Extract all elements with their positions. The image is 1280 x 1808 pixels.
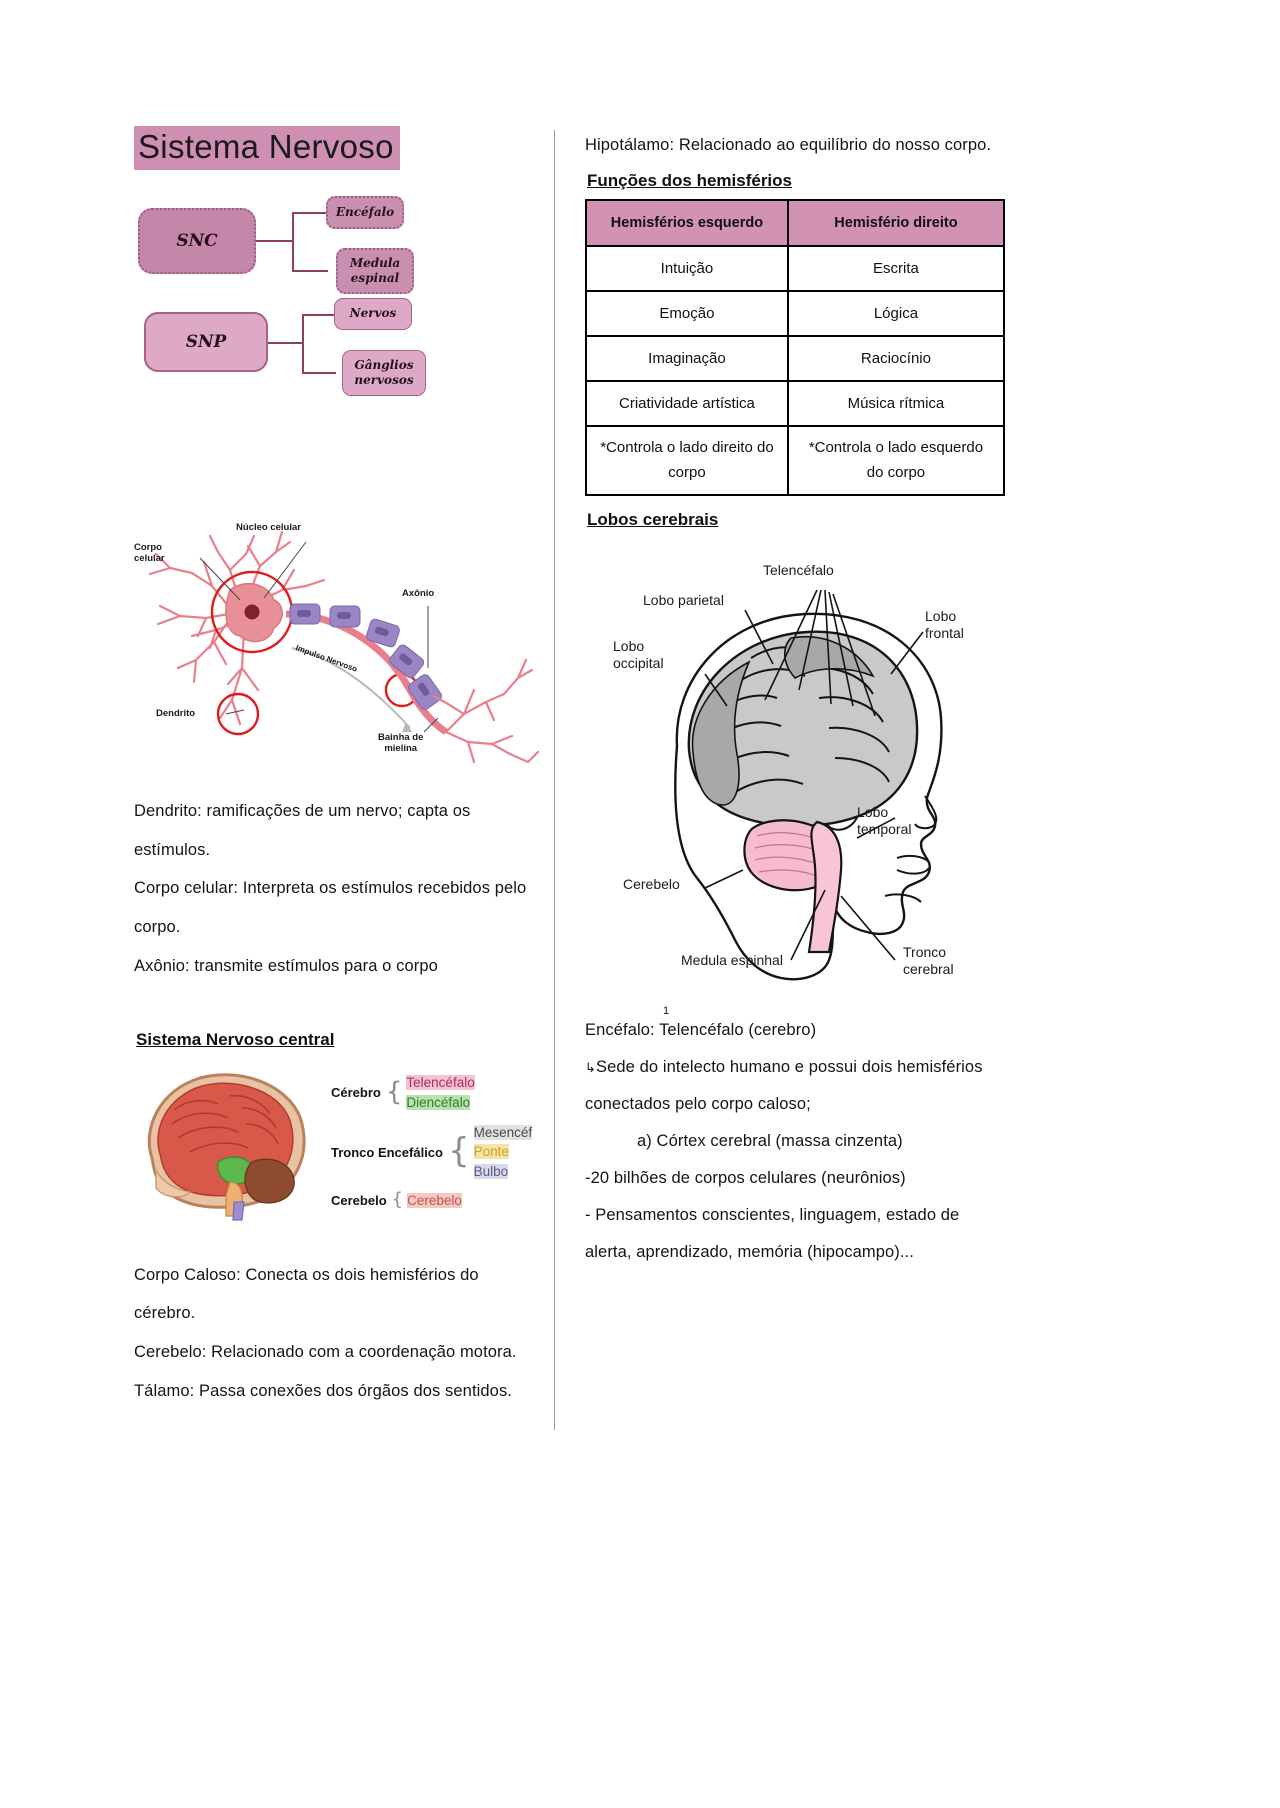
sagittal-brain-illustration: Cérebro { Telencéfalo Diencéfalo Tronco … — [134, 1066, 554, 1226]
legend-item-mesencefalo: Mesencéf — [473, 1124, 533, 1140]
notes-arrow-icon: ↳ — [585, 1059, 596, 1075]
sagittal-brain-svg — [147, 1072, 306, 1221]
flow-node-medula-espinal: Medula espinal — [336, 247, 414, 294]
connector-snp-vertical — [302, 313, 304, 374]
lobe-label-medula-espinhal: Medula espinhal — [681, 951, 783, 968]
table-row: Emoção Lógica — [585, 289, 1006, 337]
section-heading-snc-wrap: Sistema Nervoso central — [134, 1014, 362, 1052]
legend-row-cerebelo: Cerebelo { Cerebelo — [330, 1188, 463, 1210]
hipotalamo-text: Hipotálamo: Relacionado ao equilíbrio do… — [585, 126, 997, 165]
notes-line-cortex: a) Córtex cerebral (massa cinzenta) — [637, 1132, 903, 1151]
right-column: Hipotálamo: Relacionado ao equilíbrio do… — [585, 126, 1010, 1272]
table-cell: Emoção — [585, 289, 789, 337]
table-row: Criatividade artística Música rítmica — [585, 379, 1006, 427]
lobe-label-lobo-temporal: Lobo temporal — [857, 803, 912, 838]
lobe-label-tronco-cerebral: Tronco cerebral — [903, 943, 954, 978]
flow-node-snp: SNP — [144, 311, 268, 372]
legend-label-cerebelo: Cerebelo — [331, 1192, 387, 1208]
lobes-heading-wrap: Lobos cerebrais — [585, 493, 741, 532]
legend-row-tronco-encefalico: Tronco Encefálico { Mesencéf Ponte Bulbo — [330, 1122, 533, 1183]
encephalon-notes: 1 Encéfalo: Telencéfalo (cerebro) ↳Sede … — [585, 1005, 997, 1272]
connector-snc-trunk — [256, 239, 294, 242]
page-title: Sistema Nervoso — [134, 126, 400, 170]
table-row: *Controla o lado direito do corpo *Contr… — [585, 424, 1006, 496]
neuron-label-bainha-mielina: Bainha de mielina — [378, 731, 424, 755]
legend-label-tronco-encefalico: Tronco Encefálico — [331, 1144, 443, 1160]
legend-brace-cerebro: { — [385, 1077, 403, 1108]
legend-label-cerebro: Cérebro — [331, 1085, 381, 1101]
table-header-right: Hemisfério direito — [786, 198, 1006, 247]
connector-snp-bottom — [302, 371, 336, 374]
nervous-system-flowchart: SNC Encéfalo Medula espinal SNP Nervos G… — [134, 195, 554, 496]
lobes-heading: Lobos cerebrais — [587, 509, 719, 529]
brain-lobes-illustration: Telencéfalo Lobo parietal Lobo frontal L… — [585, 540, 1010, 1010]
hemispheres-table: Hemisférios esquerdo Hemisfério direito … — [585, 198, 1006, 496]
table-cell: *Controla o lado esquerdo do corpo — [786, 424, 1006, 496]
legend-item-telencefalo: Telencéfalo — [406, 1074, 475, 1090]
definition-cerebelo: Cerebelo: Relacionado com a coordenação … — [134, 1343, 517, 1362]
table-cell: Lógica — [786, 289, 1006, 337]
section-heading-snc: Sistema Nervoso central — [136, 1029, 335, 1049]
connector-snc-bottom — [292, 269, 328, 272]
table-cell: Escrita — [786, 244, 1006, 292]
definition-corpo-caloso: Corpo Caloso: Conecta os dois hemisfério… — [134, 1265, 479, 1323]
definition-hipotalamo: Hipotálamo: Relacionado ao equilíbrio do… — [585, 136, 992, 154]
legend-brace-tronco: { — [447, 1131, 470, 1172]
connector-snp-top — [302, 313, 336, 316]
legend-item-diencefalo: Diencéfalo — [406, 1094, 471, 1110]
table-header-row: Hemisférios esquerdo Hemisfério direito — [585, 198, 1006, 247]
flow-node-snc: SNC — [138, 207, 256, 274]
neuron-label-nucleo-celular: Núcleo celular — [236, 521, 301, 533]
snc-definitions: Corpo Caloso: Conecta os dois hemisfério… — [134, 1256, 534, 1411]
lobe-label-cerebelo: Cerebelo — [623, 875, 680, 892]
notes-line-pensamentos: - Pensamentos conscientes, linguagem, es… — [585, 1206, 960, 1262]
neuron-label-corpo-celular: Corpo celular — [134, 541, 165, 565]
table-header-left: Hemisférios esquerdo — [585, 198, 789, 247]
definition-dendrito: Dendrito: ramificações de um nervo; capt… — [134, 801, 471, 859]
connector-snc-vertical — [292, 211, 294, 272]
neuron-illustration: Corpo celular Núcleo celular Axônio Dend… — [134, 518, 554, 778]
table-row: Intuição Escrita — [585, 244, 1006, 292]
neuron-definitions: Dendrito: ramificações de um nervo; capt… — [134, 792, 534, 986]
definition-axonio: Axônio: transmite estímulos para o corpo — [134, 957, 438, 975]
table-cell: Música rítmica — [786, 379, 1006, 427]
flow-node-nervos: Nervos — [334, 297, 412, 330]
neuron-label-axonio: Axônio — [402, 587, 435, 599]
lobe-label-lobo-occipital: Lobo occipital — [613, 637, 664, 672]
table-cell: Intuição — [585, 244, 789, 292]
notes-line-sede-intelecto: ↳Sede do intelecto humano e possui dois … — [585, 1049, 997, 1123]
connector-snp-trunk — [268, 341, 304, 344]
table-heading-wrap: Funções dos hemisférios — [585, 154, 827, 193]
table-cell: *Controla o lado direito do corpo — [585, 424, 789, 496]
neuron-svg — [148, 530, 540, 764]
notes-line-sede-intelecto-text: Sede do intelecto humano e possui dois h… — [585, 1057, 983, 1113]
left-column: Sistema Nervoso SNC Encéfalo Medula espi… — [134, 126, 554, 1411]
connector-snc-top — [292, 211, 328, 214]
column-divider — [554, 130, 555, 1430]
notes-line-neuronios: -20 bilhões de corpos celulares (neurôni… — [585, 1169, 906, 1188]
lobe-label-telencefalo: Telencéfalo — [763, 561, 834, 578]
brain-lobes-svg — [674, 589, 943, 980]
neuron-label-dendrito: Dendrito — [156, 707, 196, 719]
legend-row-cerebro: Cérebro { Telencéfalo Diencéfalo — [330, 1072, 476, 1115]
legend-item-ponte: Ponte — [473, 1144, 509, 1160]
lobe-label-lobo-frontal: Lobo frontal — [925, 607, 964, 642]
legend-item-bulbo: Bulbo — [473, 1163, 509, 1179]
footnote-marker: 1 — [663, 1004, 670, 1017]
table-cell: Criatividade artística — [585, 379, 789, 427]
flow-node-ganglios-nervosos: Gânglios nervosos — [342, 349, 426, 396]
table-row: Imaginação Raciocínio — [585, 334, 1006, 382]
definition-talamo: Tálamo: Passa conexões dos órgãos dos se… — [134, 1382, 512, 1400]
table-heading: Funções dos hemisférios — [587, 170, 792, 190]
table-cell: Raciocínio — [786, 334, 1006, 382]
legend-item-cerebelo: Cerebelo — [407, 1192, 462, 1208]
definition-corpo-celular: Corpo celular: Interpreta os estímulos r… — [134, 879, 527, 937]
notes-line-encefalo: Encéfalo: Telencéfalo (cerebro) — [585, 1020, 817, 1039]
flow-node-encefalo: Encéfalo — [326, 195, 404, 229]
lobe-label-lobo-parietal: Lobo parietal — [643, 591, 724, 608]
notes-line-1-wrap: 1 Encéfalo: Telencéfalo (cerebro) — [585, 1005, 997, 1049]
legend-brace-cerebelo: { — [391, 1188, 404, 1210]
table-cell: Imaginação — [585, 334, 789, 382]
